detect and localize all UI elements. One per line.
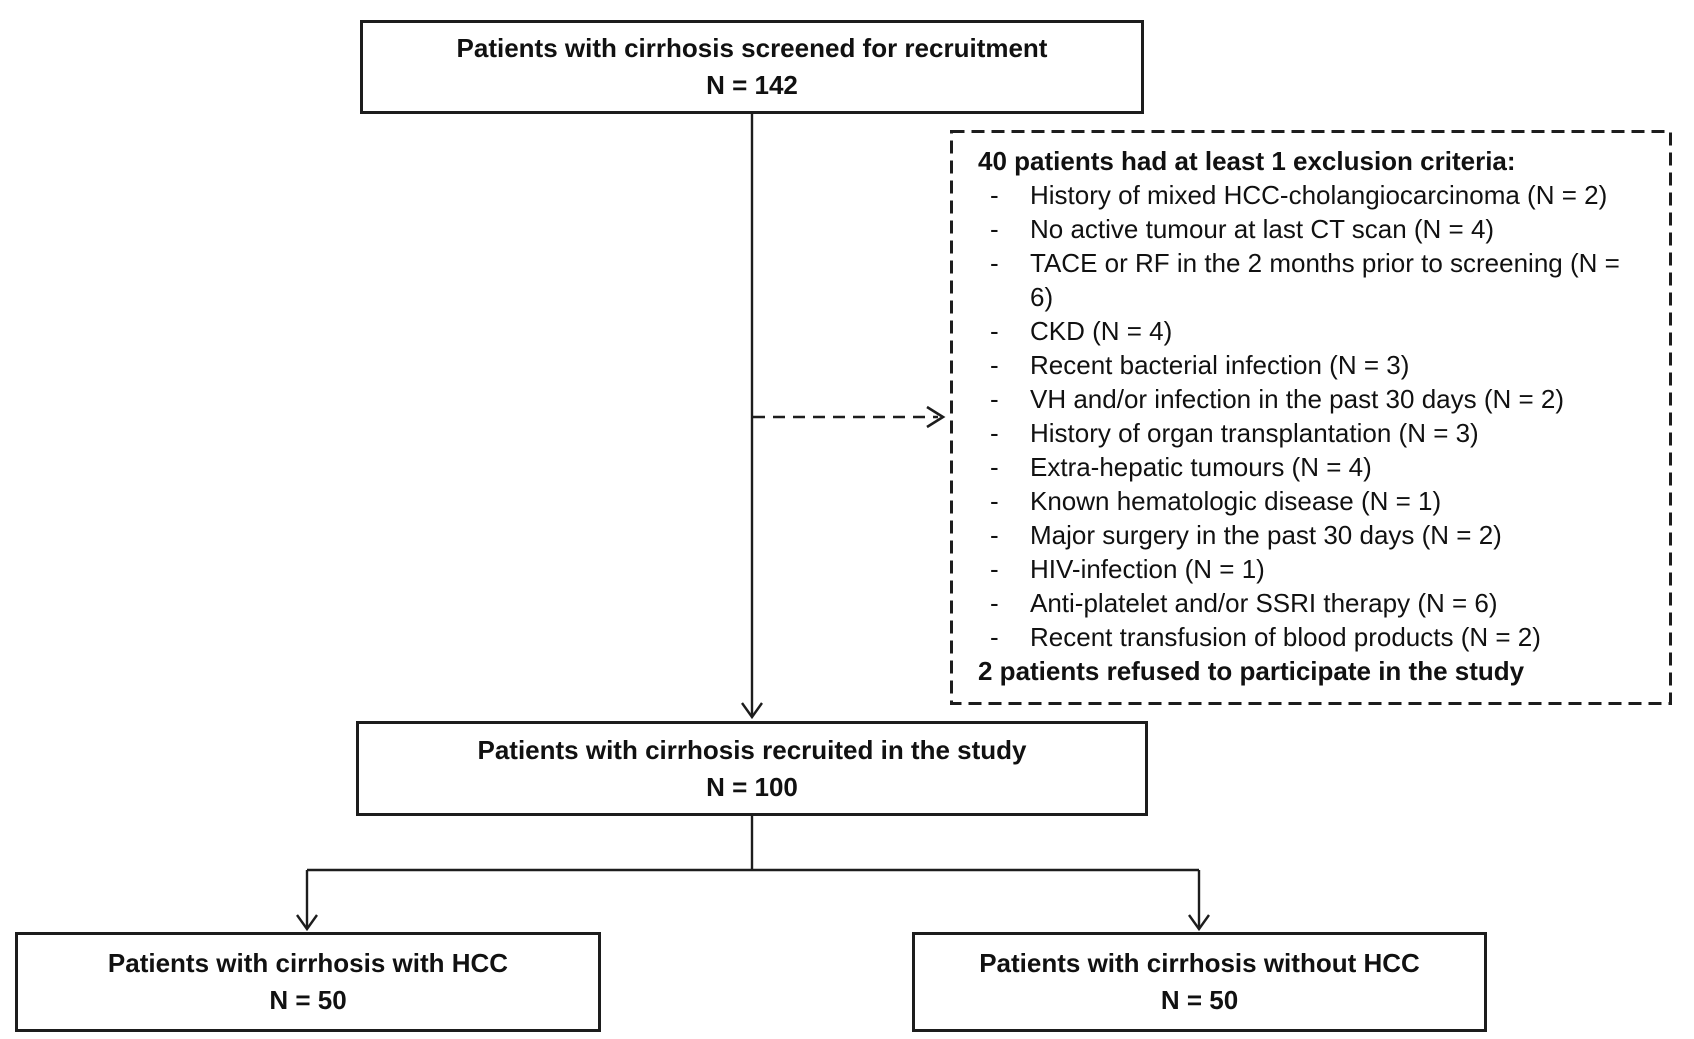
dash-bullet: - (990, 622, 999, 652)
node-count: N = 100 (706, 771, 798, 802)
exclusion-item-text: History of mixed HCC-cholangiocarcinoma … (1030, 180, 1608, 210)
node-count: N = 50 (269, 985, 347, 1015)
node-title: Patients with cirrhosis screened for rec… (456, 33, 1048, 63)
exclusion-footer: 2 patients refused to participate in the… (978, 656, 1525, 686)
dash-bullet: - (990, 384, 999, 414)
exclusion-item: - Anti-platelet and/or SSRI therapy (N =… (978, 586, 1672, 620)
arrow-screened-to-recruited (741, 114, 763, 720)
dash-bullet: - (990, 554, 999, 584)
exclusion-item: - TACE or RF in the 2 months prior to sc… (978, 246, 1672, 314)
exclusion-item-text: TACE or RF in the 2 months prior to scre… (1030, 248, 1620, 312)
node-no-hcc: Patients with cirrhosis without HCC N = … (912, 932, 1487, 1032)
exclusion-item-text: History of organ transplantation (N = 3) (1030, 418, 1479, 448)
arrow-to-no-hcc (1188, 870, 1210, 932)
exclusion-item: - CKD (N = 4) (978, 314, 1672, 348)
node-hcc: Patients with cirrhosis with HCC N = 50 (15, 932, 601, 1032)
arrowhead-right-icon (926, 405, 946, 429)
node-recruited: Patients with cirrhosis recruited in the… (356, 721, 1148, 816)
exclusion-item-text: Anti-platelet and/or SSRI therapy (N = 6… (1030, 588, 1498, 618)
exclusion-item-text: HIV-infection (N = 1) (1030, 554, 1265, 584)
exclusion-item: - Known hematologic disease (N = 1) (978, 484, 1672, 518)
exclusion-item-text: VH and/or infection in the past 30 days … (1030, 384, 1565, 414)
exclusion-item: - History of mixed HCC-cholangiocarcinom… (978, 178, 1672, 212)
exclusion-box-border (950, 130, 1672, 705)
dash-bullet: - (990, 180, 999, 210)
exclusion-header: 40 patients had at least 1 exclusion cri… (978, 146, 1516, 176)
exclusion-item: - HIV-infection (N = 1) (978, 552, 1672, 586)
node-screened: Patients with cirrhosis screened for rec… (360, 20, 1144, 114)
exclusion-list: - History of mixed HCC-cholangiocarcinom… (978, 178, 1672, 654)
exclusion-item: - Recent bacterial infection (N = 3) (978, 348, 1672, 382)
exclusion-item-text: Recent bacterial infection (N = 3) (1030, 350, 1410, 380)
dash-bullet: - (990, 486, 999, 516)
dashed-arrow-to-exclusions (753, 405, 946, 429)
arrowhead-down-icon (741, 702, 763, 720)
dash-bullet: - (990, 452, 999, 482)
dash-bullet: - (990, 350, 999, 380)
exclusion-item: - VH and/or infection in the past 30 day… (978, 382, 1672, 416)
exclusion-item: - History of organ transplantation (N = … (978, 416, 1672, 450)
exclusion-item-text: Major surgery in the past 30 days (N = 2… (1030, 520, 1502, 550)
arrow-to-hcc (296, 870, 318, 932)
dash-bullet: - (990, 214, 999, 244)
exclusion-item-text: No active tumour at last CT scan (N = 4) (1030, 214, 1495, 244)
node-title: Patients with cirrhosis recruited in the… (477, 734, 1027, 765)
dash-bullet: - (990, 316, 999, 346)
exclusion-item-text: Extra-hepatic tumours (N = 4) (1030, 452, 1372, 482)
branch-connector (307, 816, 1199, 872)
exclusion-item-text: Recent transfusion of blood products (N … (1030, 622, 1541, 652)
exclusion-box: 40 patients had at least 1 exclusion cri… (950, 130, 1672, 705)
node-title: Patients with cirrhosis without HCC (979, 948, 1420, 978)
arrowhead-down-icon (1188, 914, 1210, 932)
exclusion-item-text: Known hematologic disease (N = 1) (1030, 486, 1442, 516)
exclusion-item: - Major surgery in the past 30 days (N =… (978, 518, 1672, 552)
node-title: Patients with cirrhosis with HCC (107, 948, 509, 978)
node-count: N = 50 (1160, 985, 1239, 1015)
exclusion-item-text: CKD (N = 4) (1030, 316, 1173, 346)
node-count: N = 142 (706, 70, 798, 100)
exclusion-item: - Extra-hepatic tumours (N = 4) (978, 450, 1672, 484)
dash-bullet: - (990, 418, 999, 448)
arrowhead-down-icon (296, 914, 318, 932)
exclusion-item: - Recent transfusion of blood products (… (978, 620, 1672, 654)
exclusion-item: - No active tumour at last CT scan (N = … (978, 212, 1672, 246)
dash-bullet: - (990, 588, 999, 618)
dash-bullet: - (990, 248, 999, 278)
dash-bullet: - (990, 520, 999, 550)
